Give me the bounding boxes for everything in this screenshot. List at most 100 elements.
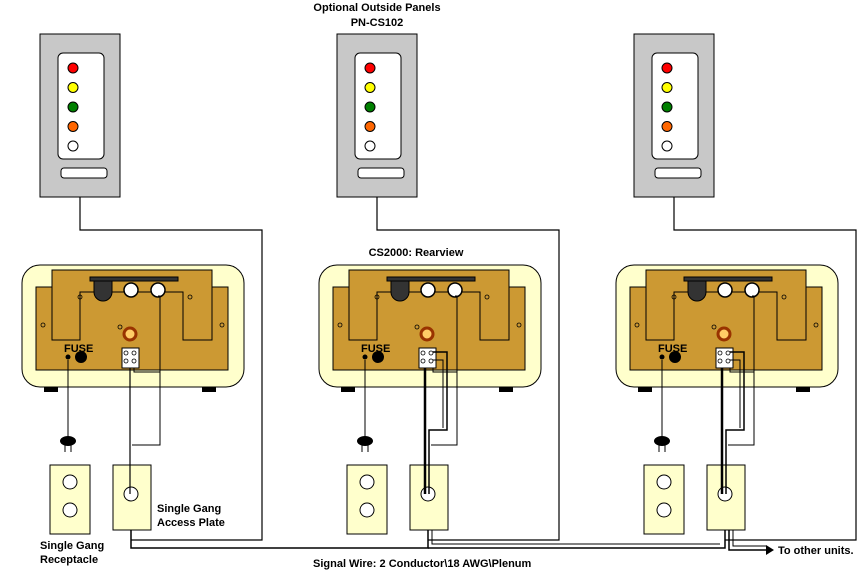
indicator-led: [67, 82, 79, 93]
signal-bus: [130, 530, 429, 549]
indicator-led: [364, 101, 376, 113]
indicator-led: [661, 121, 673, 132]
outlet: [359, 502, 375, 518]
mounting-screw: [813, 322, 819, 328]
terminal-post: [428, 350, 434, 356]
indicator-led: [661, 101, 673, 113]
power-plug: [60, 436, 76, 446]
panel-wire: [79, 197, 263, 541]
terminal-wire: [728, 372, 755, 446]
terminal-screw: [150, 282, 166, 298]
mounting-screw: [634, 322, 640, 328]
unit-foot: [499, 387, 513, 392]
signal-wire-label: Signal Wire: 2 Conductor\18 AWG\Plenum: [313, 558, 532, 570]
panel-label-slot: [357, 167, 405, 179]
mounting-screw: [671, 294, 677, 300]
unit-upper-bracket: [51, 269, 213, 341]
indicator-led: [67, 121, 79, 132]
to-other-units-label: To other units.: [778, 545, 854, 557]
signal-bus: [428, 530, 726, 549]
terminal-post: [717, 350, 723, 356]
mounting-screw: [516, 322, 522, 328]
terminal-wire: [431, 372, 458, 446]
arrowhead: [766, 545, 774, 555]
outlet: [62, 502, 78, 518]
outlet: [62, 474, 78, 490]
terminal-post: [717, 358, 723, 364]
terminal-block: [715, 347, 734, 369]
fuse-holder: [372, 351, 384, 363]
mounting-screw: [337, 322, 343, 328]
receptacle-label-2: Receptacle: [40, 554, 98, 566]
panel-face: [651, 52, 699, 160]
power-cord-entry: [65, 354, 71, 360]
access-plate-hole: [123, 486, 139, 502]
indicator-led: [364, 82, 376, 93]
unit-foot: [44, 387, 58, 392]
terminal-post: [428, 358, 434, 364]
optional-panels-part-number: PN-CS102: [351, 17, 404, 29]
outlet: [656, 502, 672, 518]
mounting-screw: [711, 324, 717, 330]
power-plug: [654, 436, 670, 446]
unit-foot: [341, 387, 355, 392]
terminal-screw: [123, 282, 139, 298]
indicator-led: [364, 62, 376, 74]
unit-upper-bracket: [645, 269, 807, 341]
terminal-screw: [420, 282, 436, 298]
indicator-led: [364, 121, 376, 132]
indicator-led: [364, 140, 376, 152]
signal-bus-out: [732, 530, 766, 547]
indicator-led: [67, 140, 79, 152]
connector-rail: [683, 276, 773, 282]
indicator-led: [661, 140, 673, 152]
terminal-block: [418, 347, 437, 369]
terminal-post: [725, 350, 731, 356]
fuse-holder: [669, 351, 681, 363]
terminal-post: [420, 358, 426, 364]
terminal-screw: [447, 282, 463, 298]
power-plug: [357, 436, 373, 446]
access-plate-hole: [717, 486, 733, 502]
mounting-screw: [117, 324, 123, 330]
mounting-screw: [219, 322, 225, 328]
terminal-post: [725, 358, 731, 364]
indicator-led: [661, 62, 673, 74]
panel-label-slot: [654, 167, 702, 179]
terminal-block: [121, 347, 140, 369]
terminal-post: [131, 358, 137, 364]
power-cord-entry: [659, 354, 665, 360]
indicator-led: [67, 62, 79, 74]
outlet: [359, 474, 375, 490]
signal-bus-out: [728, 530, 768, 551]
power-cord-entry: [362, 354, 368, 360]
unit-assembly: FUSE: [318, 33, 560, 541]
indicator-led: [661, 82, 673, 93]
mounting-screw: [414, 324, 420, 330]
mounting-screw: [484, 294, 490, 300]
terminal-wire: [433, 359, 444, 428]
optional-panels-title: Optional Outside Panels: [313, 2, 440, 14]
cs2000-rearview-label: CS2000: Rearview: [369, 247, 464, 259]
terminal-wire: [132, 372, 161, 446]
panel-wire: [673, 197, 857, 541]
terminal-post: [123, 358, 129, 364]
fuse-label: FUSE: [64, 343, 93, 355]
connector-block: [687, 280, 707, 302]
receptacle-label: Single Gang: [40, 540, 104, 552]
grommet: [716, 326, 732, 342]
unit-foot: [796, 387, 810, 392]
panel-face: [57, 52, 105, 160]
connector-rail: [89, 276, 179, 282]
mounting-screw: [40, 322, 46, 328]
unit-assembly: FUSE: [21, 33, 263, 541]
connector-rail: [386, 276, 476, 282]
terminal-screw: [744, 282, 760, 298]
terminal-wire: [730, 359, 741, 428]
mounting-screw: [781, 294, 787, 300]
indicator-led: [67, 101, 79, 113]
access-plate-label: Single Gang: [157, 503, 221, 515]
fuse-label: FUSE: [361, 343, 390, 355]
grommet: [122, 326, 138, 342]
